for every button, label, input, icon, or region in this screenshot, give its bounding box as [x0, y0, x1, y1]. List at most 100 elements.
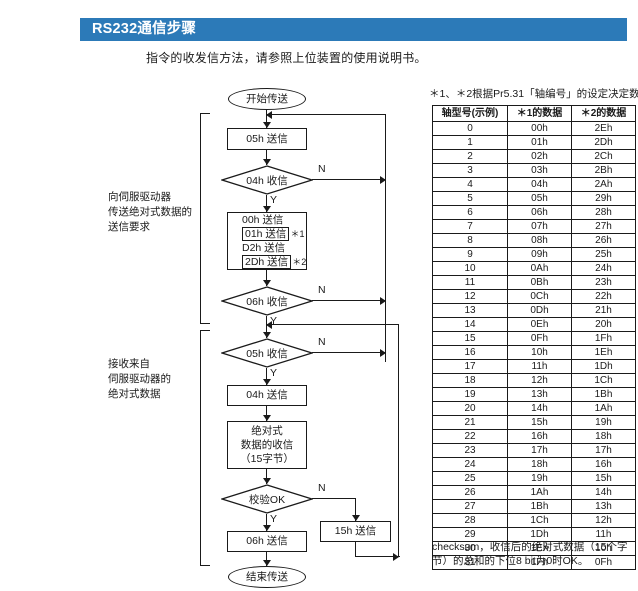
table-cell: 29h — [571, 191, 636, 206]
side-label-upper: 向伺服驱动器 传送绝对式数据的 送信要求 — [108, 190, 192, 235]
table-cell: 16h — [571, 457, 636, 472]
arrow-into-abs-data — [263, 415, 271, 421]
table-cell: 1Eh — [571, 345, 636, 360]
connector-06hsend-to-end — [266, 552, 268, 566]
side-label-upper-line-1: 向伺服驱动器 — [108, 191, 171, 203]
flow-node-recv-04h: 04h 收信 — [221, 165, 313, 195]
table-cell: 23 — [432, 443, 508, 458]
table-cell: 20 — [432, 401, 508, 416]
table-cell: 4 — [432, 177, 508, 192]
table-cell: 0Fh — [507, 331, 572, 346]
side-label-lower-line-2: 伺服驱动器的 — [108, 373, 171, 385]
table-cell: 0Eh — [507, 317, 572, 332]
abs-data-line-1: 绝对式 — [251, 425, 283, 437]
flow-node-send-06h-label: 06h 送信 — [246, 535, 288, 547]
table-cell: 23h — [571, 275, 636, 290]
page-title: RS232通信步骤 — [92, 21, 197, 37]
table-cell: 8 — [432, 233, 508, 248]
branch-label-04h-no: N — [318, 163, 326, 175]
connector-04hsend-to-absdata — [266, 406, 268, 421]
branch-label-06h-yes: Y — [270, 315, 278, 327]
multi-send-label-01h: 01h 送信 — [242, 227, 290, 241]
table-cell: 20h — [571, 317, 636, 332]
table-cell: 12h — [571, 513, 636, 528]
table-cell: 01h — [507, 135, 572, 150]
flow-node-multi-send: 00h 送信 01h 送信 ＊1 D2h 送信 2Dh 送信 ＊2 — [227, 212, 307, 270]
arrow-into-multi-send — [263, 206, 271, 212]
flow-node-send-15h: 15h 送信 — [320, 521, 391, 542]
arrow-into-end — [263, 560, 271, 566]
table-cell: 1Ah — [507, 485, 572, 500]
diamond-shape-checksum — [221, 484, 313, 514]
diamond-shape-06h — [221, 286, 313, 316]
multi-send-label-00h: 00h 送信 — [242, 214, 284, 226]
table-cell: 26 — [432, 485, 508, 500]
table-cell: 3 — [432, 163, 508, 178]
flow-node-checksum-ok: 校验OK — [221, 484, 313, 514]
table-cell: 15 — [432, 331, 508, 346]
table-cell: 21h — [571, 303, 636, 318]
table-cell: 28 — [432, 513, 508, 528]
multi-send-label-2dh: 2Dh 送信 — [242, 255, 292, 269]
flow-node-checksum-ok-label: 校验OK — [248, 493, 286, 506]
table-cell: 25 — [432, 471, 508, 486]
table-cell: 1Bh — [507, 499, 572, 514]
table-cell: 12h — [507, 373, 572, 388]
table-cell: 26h — [571, 233, 636, 248]
flow-node-recv-05h: 05h 收信 — [221, 338, 313, 368]
table-cell: 1Fh — [571, 331, 636, 346]
abs-data-line-3: （15字节） — [240, 453, 294, 465]
connector-multisend-to-06h — [266, 270, 268, 286]
flow-node-end-label: 结束传送 — [246, 570, 288, 583]
connector-04h-no-right — [312, 179, 386, 181]
flow-node-start-label: 开始传送 — [246, 92, 288, 105]
table-cell: 08h — [507, 233, 572, 248]
arrow-15h-to-outer-rail — [393, 553, 399, 561]
table-cell: 2Eh — [571, 121, 636, 136]
branch-label-04h-yes: Y — [270, 194, 278, 206]
table-cell: 15h — [571, 471, 636, 486]
flow-node-recv-04h-label: 04h 收信 — [246, 174, 288, 187]
branch-label-checksum-no: N — [318, 482, 326, 494]
flow-node-send-04h-label: 04h 送信 — [246, 389, 288, 401]
branch-label-05h-yes: Y — [270, 367, 278, 379]
table-cell: 13 — [432, 303, 508, 318]
side-label-upper-line-2: 传送绝对式数据的 — [108, 206, 192, 218]
flow-node-send-05h-label: 05h 送信 — [246, 132, 288, 145]
flowchart: 开始传送 05h 送信 04h 收信 N Y 00h 送信 — [108, 88, 400, 588]
table-cell: 10h — [571, 541, 636, 556]
diamond-shape-05h-recv — [221, 338, 313, 368]
flow-node-abs-data-recv: 绝对式 数据的收信 （15字节） — [227, 421, 307, 469]
flow-node-end: 结束传送 — [228, 566, 306, 588]
table-cell: 02h — [507, 149, 572, 164]
abs-data-line-2: 数据的收信 — [240, 439, 294, 451]
table-cell: 10 — [432, 261, 508, 276]
table-cell: 25h — [571, 247, 636, 262]
side-label-lower: 接收来自 伺服驱动器的 绝对式数据 — [108, 357, 171, 402]
flow-node-send-05h: 05h 送信 — [227, 128, 307, 150]
table-cell: 16h — [507, 429, 572, 444]
table-cell: 6 — [432, 205, 508, 220]
table-cell: 0Ah — [507, 261, 572, 276]
table-cell: 2Bh — [571, 163, 636, 178]
table-cell: 19 — [432, 387, 508, 402]
table-cell: 1Fh — [507, 555, 572, 570]
multi-send-row-2: 01h 送信 ＊1 — [228, 227, 306, 241]
connector-06h-no-right — [312, 300, 386, 302]
